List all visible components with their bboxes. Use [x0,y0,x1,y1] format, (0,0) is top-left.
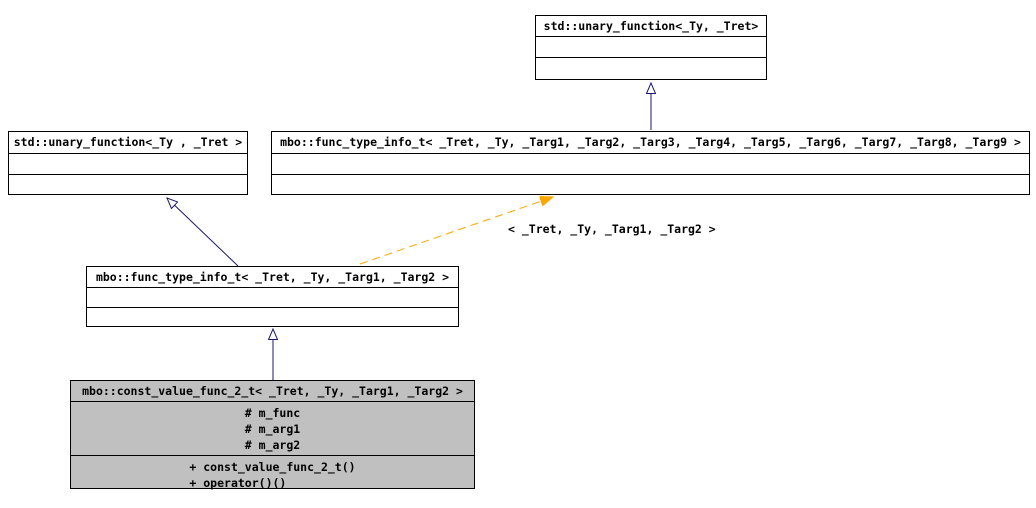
class-title: std::unary_function<_Ty , _Tret > [9,132,247,154]
template-args-label: < _Tret, _Ty, _Targ1, _Targ2 > [508,222,716,236]
class-title: mbo::func_type_info_t< _Tret, _Ty, _Targ… [272,132,1029,154]
class-title: mbo::const_value_func_2_t< _Tret, _Ty, _… [71,381,474,402]
method-operator-call: + operator()() [189,476,287,490]
class-box-func-type-info-2[interactable]: mbo::func_type_info_t< _Tret, _Ty, _Targ… [86,266,459,327]
class-box-const-value-func-2-t[interactable]: mbo::const_value_func_2_t< _Tret, _Ty, _… [70,380,475,490]
attributes-compartment [272,154,1029,175]
attributes-compartment [536,37,766,58]
attributes-compartment: # m_func # m_arg1 # m_arg2 [71,402,474,456]
attribute-m-arg2: # m_arg2 [244,438,301,452]
class-box-std-unary-function-top[interactable]: std::unary_function<_Ty, _Tret> [535,15,767,80]
attribute-m-func: # m_func [244,406,301,420]
attributes-compartment [87,288,458,308]
method-constructor: + const_value_func_2_t() [189,460,356,474]
methods-compartment: + const_value_func_2_t() + operator()() [71,456,474,493]
class-title: std::unary_function<_Ty, _Tret> [536,16,766,37]
class-box-func-type-info-9[interactable]: mbo::func_type_info_t< _Tret, _Ty, _Targ… [271,131,1030,195]
class-box-std-unary-function-left[interactable]: std::unary_function<_Ty , _Tret > [8,131,248,195]
attribute-m-arg1: # m_arg1 [244,422,301,436]
class-title: mbo::func_type_info_t< _Tret, _Ty, _Targ… [87,267,458,288]
inheritance-edge-functypeinfo2-to-stdunary [167,198,239,267]
attributes-compartment [9,154,247,175]
